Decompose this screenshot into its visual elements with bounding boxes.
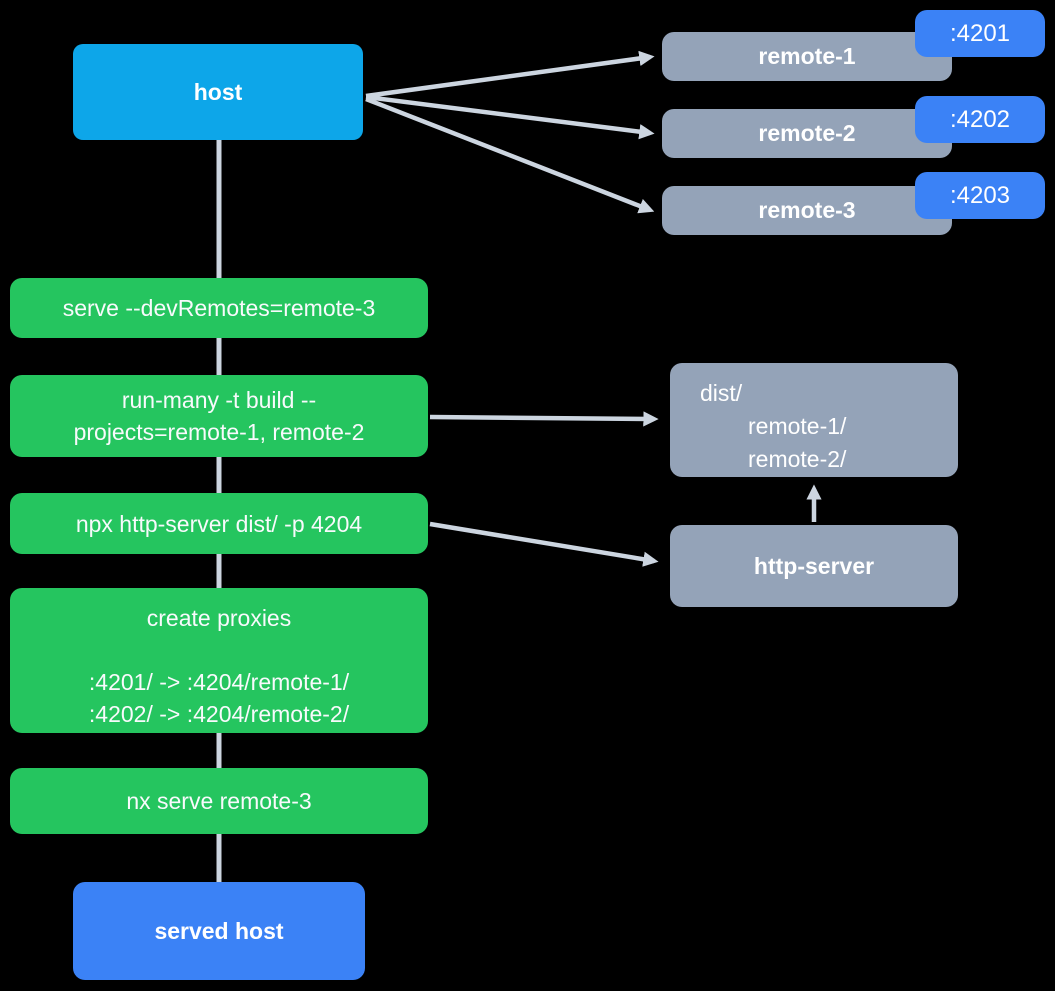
- remote-2-node: remote-2: [662, 109, 952, 158]
- remote-1-label: remote-1: [758, 43, 856, 69]
- remote-3-label: remote-3: [758, 197, 856, 223]
- http-server-label: http-server: [753, 552, 875, 579]
- arrow-host-to-remote-3: [365, 96, 655, 214]
- command-nx-serve-remote-3: nx serve remote-3: [10, 768, 428, 834]
- command-build-line-1: run-many -t build --: [121, 387, 317, 413]
- port-badge-4202: :4202: [915, 96, 1045, 143]
- arrow-npx-to-http-server: [429, 521, 659, 567]
- dist-entry-remote-1: remote-1/: [748, 413, 847, 439]
- arrow-build-to-dist: [429, 411, 659, 427]
- proxy-rule-1: :4201/ -> :4204/remote-1/: [88, 669, 350, 695]
- port-badge-4201: :4201: [915, 10, 1045, 57]
- arrow-host-to-remote-1: [365, 50, 655, 99]
- command-run-many-build: run-many -t build -- projects=remote-1, …: [10, 375, 428, 457]
- dist-entry-remote-2: remote-2/: [748, 446, 847, 472]
- proxy-rules: :4201/ -> :4204/remote-1/ :4202/ -> :420…: [89, 666, 349, 730]
- command-nx-serve-label: nx serve remote-3: [126, 788, 312, 814]
- host-node: host: [73, 44, 363, 140]
- remote-1-node: remote-1: [662, 32, 952, 81]
- dist-title: dist/: [700, 380, 743, 406]
- create-proxies-title: create proxies: [146, 605, 292, 631]
- port-4202-label: :4202: [949, 105, 1011, 133]
- command-npx-label: npx http-server dist/ -p 4204: [75, 510, 363, 537]
- arrow-host-to-remote-2: [365, 94, 655, 140]
- command-build-line-2: projects=remote-1, remote-2: [73, 419, 365, 445]
- http-server-node: http-server: [670, 525, 958, 607]
- dist-folder-node: dist/ remote-1/ remote-2/: [670, 363, 958, 477]
- command-serve-devremotes: serve --devRemotes=remote-3: [10, 278, 428, 338]
- port-badge-4203: :4203: [915, 172, 1045, 219]
- host-label: host: [193, 78, 243, 105]
- served-host-label: served host: [154, 917, 284, 944]
- port-4201-label: :4201: [949, 19, 1011, 47]
- command-create-proxies: create proxies :4201/ -> :4204/remote-1/…: [10, 588, 428, 733]
- command-npx-http-server: npx http-server dist/ -p 4204: [10, 493, 428, 554]
- proxy-rule-2: :4202/ -> :4204/remote-2/: [88, 701, 350, 727]
- remote-2-label: remote-2: [758, 120, 856, 146]
- served-host-node: served host: [73, 882, 365, 980]
- command-serve-label: serve --devRemotes=remote-3: [62, 295, 376, 321]
- port-4203-label: :4203: [949, 181, 1011, 209]
- remote-3-node: remote-3: [662, 186, 952, 235]
